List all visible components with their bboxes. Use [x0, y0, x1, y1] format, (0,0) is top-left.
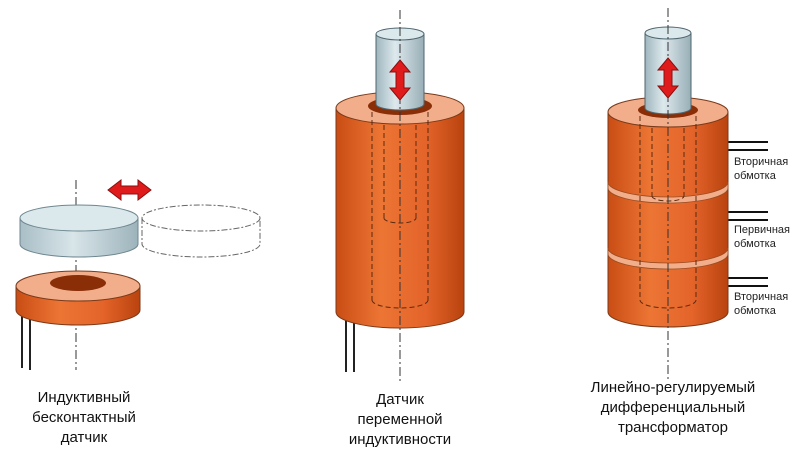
proximity-disk-ghost [141, 204, 261, 258]
caption-line: Линейно-регулируемый [590, 379, 756, 396]
caption-line: дифференциальный [600, 399, 746, 416]
caption-line: переменной [357, 411, 443, 428]
proximity-coil [15, 270, 141, 326]
lvdt-hidden-core [639, 116, 697, 309]
caption-line: датчик [60, 429, 108, 446]
caption-line: Датчик [376, 391, 424, 408]
lvdt-winding-leads [728, 141, 768, 287]
proximity-target-disk [19, 204, 139, 258]
double-arrow-vertical-icon [656, 57, 680, 99]
caption-line: Индуктивный [37, 389, 131, 406]
caption-variable-inductance-sensor: Датчик переменной индуктивности [330, 390, 470, 450]
double-arrow-horizontal-icon [107, 178, 152, 202]
winding-label-line: обмотка [734, 305, 776, 317]
variable-inductance-sensor [335, 10, 465, 382]
caption-line: бесконтактный [32, 409, 136, 426]
proximity-sensor [15, 178, 261, 370]
double-arrow-vertical-icon [388, 59, 412, 101]
winding-label-line: обмотка [734, 170, 776, 182]
winding-label-line: Первичная [734, 224, 791, 236]
label-secondary-winding-bottom: Вторичная обмотка [734, 290, 788, 318]
lvdt-separator-upper [607, 181, 729, 204]
caption-line: трансформатор [617, 419, 729, 436]
lvdt-separator-lower [607, 247, 729, 270]
lvdt-sensor [607, 8, 768, 380]
caption-lvdt: Линейно-регулируемый дифференциальный тр… [578, 378, 768, 438]
winding-label-line: Вторичная [734, 156, 789, 168]
label-secondary-winding-top: Вторичная обмотка [734, 155, 788, 183]
label-primary-winding: Первичная обмотка [734, 223, 790, 251]
caption-line: индуктивности [348, 431, 452, 448]
winding-label-line: обмотка [734, 238, 776, 250]
winding-label-line: Вторичная [734, 291, 789, 303]
caption-proximity-sensor: Индуктивный бесконтактный датчик [14, 388, 154, 448]
